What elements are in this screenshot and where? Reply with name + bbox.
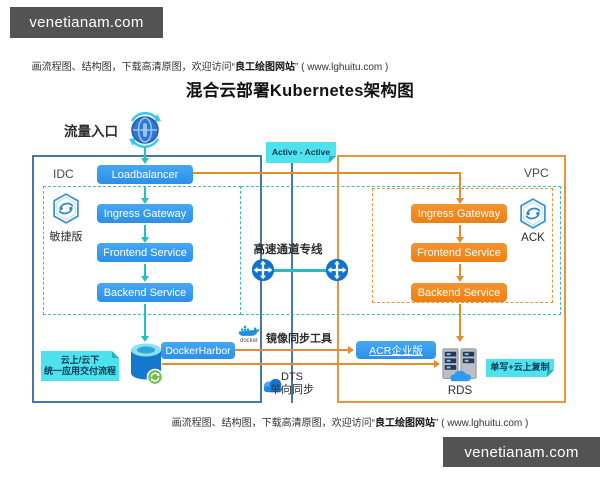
image-sync-tool-label: 镜像同步工具	[266, 333, 332, 345]
acr-enterprise-node: ACR企业版	[356, 341, 436, 359]
router-icon-left	[251, 258, 275, 282]
ack-icon	[520, 198, 546, 229]
vpc-zone-label: VPC	[524, 166, 549, 180]
rds-label: RDS	[447, 385, 473, 397]
harbor-registry-icon	[131, 343, 164, 386]
arrow-harbor-to-acr	[234, 346, 354, 354]
replication-note: 单写+云上复制	[486, 359, 554, 377]
promo-footer-suffix: ” ( www.lghuitu.com )	[434, 418, 529, 429]
promo-header: 画流程图、结构图，下载高清原图，欢迎访问“良工绘图网站” ( www.lghui…	[0, 58, 420, 73]
acr-enterprise-text: ACR企业版	[369, 344, 423, 357]
arrow-lb-to-ingress	[141, 186, 149, 204]
agile-edition-label: 敏捷版	[49, 231, 83, 243]
arrow-vpc-ingress-to-frontend	[456, 225, 464, 243]
dts-cloud-icon	[263, 378, 283, 393]
express-link-line	[263, 269, 337, 272]
router-icon-right	[325, 258, 349, 282]
promo-header-site: 良工绘图网站	[234, 62, 295, 73]
vpc-ingress-gateway-node: Ingress Gateway	[411, 204, 507, 223]
idc-frontend-service-node: Frontend Service	[97, 243, 193, 262]
express-link-label: 高速通道专线	[253, 244, 323, 256]
active-active-divider-line	[291, 163, 293, 403]
promo-header-suffix: ” ( www.lghuitu.com )	[294, 62, 389, 73]
dts-title: DTS	[281, 371, 303, 383]
agile-k8s-icon	[53, 193, 79, 224]
promo-footer-prefix: 画流程图、结构图，下载高清原图，欢迎访问“	[171, 418, 375, 429]
lb-to-vpc-arrow	[456, 172, 464, 204]
docker-label: docker	[239, 338, 258, 344]
cross-cloud-dashed-band	[241, 186, 561, 315]
internet-globe-icon	[129, 112, 161, 148]
arrow-vpc-frontend-to-backend	[456, 264, 464, 282]
arrow-vpc-backend-to-rds	[456, 304, 464, 342]
promo-header-prefix: 画流程图、结构图，下载高清原图，欢迎访问“	[31, 62, 235, 73]
rds-server-icon	[442, 348, 477, 382]
docker-harbor-node: DockerHarbor	[161, 342, 235, 359]
arrow-backend-to-harbor	[141, 304, 149, 342]
idc-ingress-gateway-node: Ingress Gateway	[97, 204, 193, 223]
delivery-flow-line2: 统一应用交付流程	[43, 366, 116, 376]
watermark-bottom: venetianam.com	[443, 437, 600, 467]
dts-sync-label: 单向同步	[270, 383, 314, 396]
active-active-badge: Active - Active	[266, 142, 336, 163]
loadbalancer-node: Loadbalancer	[97, 165, 193, 184]
vpc-backend-service-node: Backend Service	[411, 283, 507, 302]
arrow-frontend-to-backend	[141, 264, 149, 282]
delivery-flow-note: 云上/云下 统一应用交付流程	[41, 351, 119, 381]
docker-whale-icon	[238, 325, 260, 336]
idc-backend-service-node: Backend Service	[97, 283, 193, 302]
promo-footer-site: 良工绘图网站	[374, 418, 435, 429]
promo-footer: 画流程图、结构图，下载高清原图，欢迎访问“良工绘图网站” ( www.lghui…	[100, 414, 600, 429]
ack-cluster-dashed-box	[372, 188, 553, 303]
idc-zone-label: IDC	[53, 167, 74, 181]
traffic-entry-label: 流量入口	[64, 124, 118, 139]
idc-cluster-dashed-box	[43, 186, 241, 315]
lb-to-vpc-line	[193, 172, 461, 174]
page-title: 混合云部署Kubernetes架构图	[185, 82, 415, 100]
ack-label: ACK	[521, 232, 545, 244]
arrow-globe-to-lb	[141, 147, 149, 164]
watermark-top: venetianam.com	[10, 7, 163, 38]
delivery-flow-line1: 云上/云下	[60, 354, 100, 365]
arrow-registry-to-rds	[162, 360, 440, 368]
vpc-frontend-service-node: Frontend Service	[411, 243, 507, 262]
arrow-ingress-to-frontend	[141, 225, 149, 243]
dts-label: DTS 单向同步	[262, 371, 322, 396]
